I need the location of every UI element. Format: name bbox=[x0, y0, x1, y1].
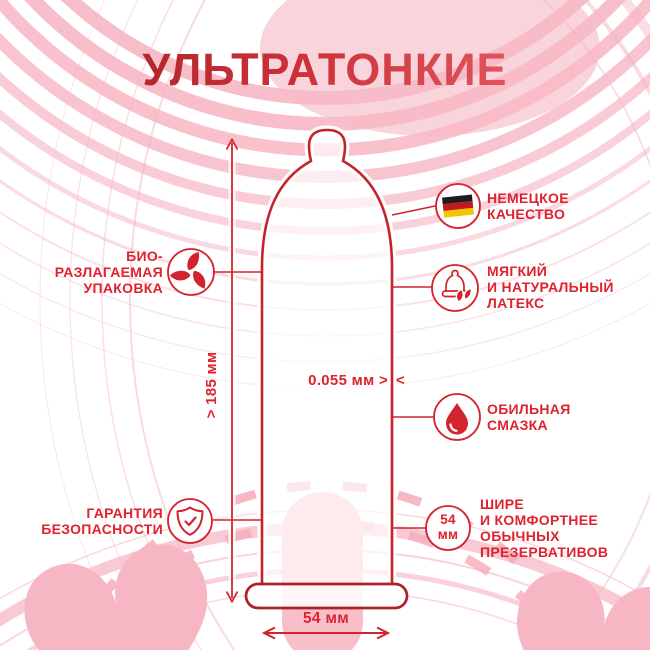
connector-lines bbox=[213, 205, 436, 529]
recycle-leaves-icon bbox=[167, 248, 215, 296]
thickness-arrow-out: > bbox=[378, 372, 388, 389]
heart-left bbox=[24, 544, 208, 650]
measurements bbox=[213, 137, 436, 640]
page-title: УЛЬТРАТОНКИЕ bbox=[0, 44, 650, 96]
length-label: > 185 мм bbox=[203, 351, 220, 419]
diameter-unit: мм bbox=[437, 526, 459, 542]
length-arrow-up bbox=[225, 137, 239, 150]
width-label: 54 мм bbox=[303, 610, 349, 627]
length-arrow-down bbox=[225, 591, 239, 604]
feature-label-safety: ГАРАНТИЯ БЕЗОПАСНОСТИ bbox=[41, 505, 163, 537]
condom-rim bbox=[244, 582, 409, 610]
diameter-badge bbox=[425, 505, 471, 551]
feature-label-biodegradable: БИО- РАЗЛАГАЕМАЯ УПАКОВКА bbox=[54, 248, 163, 296]
condom-leaf-icon bbox=[431, 264, 479, 312]
german-flag-icon bbox=[435, 183, 481, 229]
feature-icons bbox=[167, 183, 481, 551]
diameter-badge-label: 54 мм bbox=[426, 512, 470, 542]
feature-label-wider: ШИРЕ И КОМФОРТНЕЕ ОБЫЧНЫХ ПРЕЗЕРВАТИВОВ bbox=[480, 496, 609, 560]
shield-check-icon bbox=[167, 498, 213, 544]
feature-label-german-quality: НЕМЕЦКОЕ КАЧЕСТВО bbox=[487, 190, 569, 222]
width-arrow-right-head bbox=[376, 626, 391, 640]
thickness-arrow-in: < bbox=[396, 372, 406, 389]
drop-icon bbox=[433, 393, 481, 441]
connector-german-quality bbox=[391, 205, 436, 216]
width-arrow-left-head bbox=[261, 626, 276, 640]
thickness-label: 0.055 мм > bbox=[308, 372, 388, 389]
condom-body-halo bbox=[257, 125, 397, 584]
feature-label-latex: МЯГКИЙ И НАТУРАЛЬНЫЙ ЛАТЕКС bbox=[487, 263, 614, 311]
condom-illustration bbox=[244, 125, 409, 610]
feature-label-lubrication: ОБИЛЬНАЯ СМАЗКА bbox=[487, 401, 571, 433]
condom-body-outline bbox=[260, 128, 394, 584]
heart-right bbox=[517, 571, 650, 650]
diameter-value: 54 bbox=[440, 512, 456, 527]
